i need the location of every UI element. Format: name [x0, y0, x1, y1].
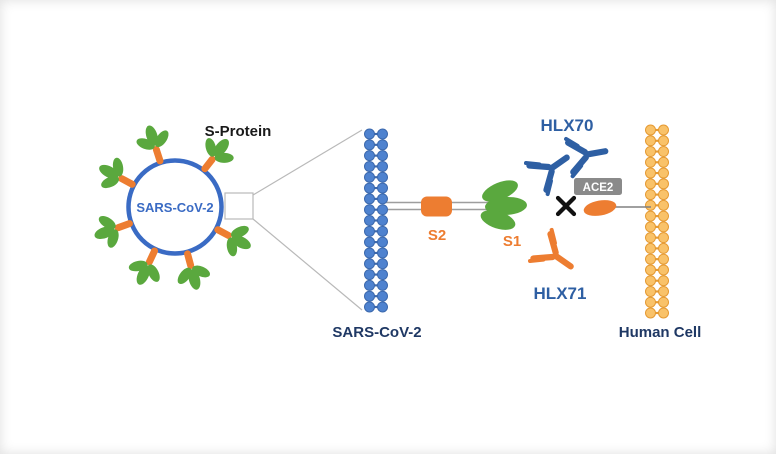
lipid-head	[377, 247, 388, 259]
lipid-head	[377, 290, 388, 302]
virus-envelope-circle	[126, 158, 224, 256]
s1-subunit	[480, 180, 527, 230]
virus-label: SARS-CoV-2	[136, 200, 213, 215]
zoom-cone-lower-line	[252, 218, 363, 311]
lipid-head	[364, 258, 375, 270]
lipid-head	[364, 215, 375, 226]
lipid-head	[658, 275, 669, 287]
lipid-head	[645, 199, 656, 211]
lipid-head	[645, 264, 656, 276]
lipid-head	[658, 124, 669, 136]
lipid-head	[645, 135, 656, 147]
s2-subunit	[421, 196, 452, 217]
lipid-head	[645, 124, 656, 136]
lipid-head	[645, 146, 656, 158]
lipid-head	[377, 301, 388, 313]
s2-label: S2	[428, 227, 446, 244]
s-protein-label: S-Protein	[205, 123, 272, 140]
lipid-head	[645, 221, 656, 233]
lipid-head	[658, 189, 669, 201]
lipid-head	[645, 210, 656, 222]
lipid-head	[377, 204, 388, 216]
lipid-head	[645, 178, 656, 190]
hlx71-label: HLX71	[534, 284, 587, 303]
lipid-head	[658, 253, 669, 265]
lipid-head	[364, 193, 375, 205]
human-cell-label: Human Cell	[619, 324, 702, 341]
lipid-head	[658, 264, 669, 276]
lipid-head	[377, 279, 388, 291]
lipid-head	[645, 232, 656, 244]
lipid-head	[377, 225, 388, 237]
hlx71-antibody-icon	[530, 230, 582, 282]
lipid-head	[658, 199, 669, 211]
lipid-head	[377, 160, 388, 172]
lipid-head	[377, 269, 388, 281]
viral-membrane-bilayer	[364, 128, 388, 313]
lipid-head	[645, 253, 656, 265]
lipid-head	[364, 269, 375, 281]
lipid-head	[377, 182, 388, 194]
lipid-head	[364, 139, 375, 151]
lipid-head	[645, 167, 656, 179]
s1-lobe-middle	[485, 196, 527, 216]
zoom-source-box	[224, 192, 254, 220]
lipid-head	[377, 128, 388, 140]
lipid-head	[658, 135, 669, 147]
lipid-head	[364, 225, 375, 237]
lipid-head	[645, 156, 656, 168]
lipid-head	[658, 146, 669, 158]
lipid-head	[658, 156, 669, 168]
lipid-head	[377, 236, 388, 248]
blocked-interaction-x-icon	[555, 195, 577, 217]
lipid-head	[377, 215, 388, 226]
lipid-head	[364, 182, 375, 194]
lipid-head	[645, 189, 656, 201]
lipid-head	[364, 247, 375, 259]
lipid-head	[364, 301, 375, 313]
lipid-head	[645, 275, 656, 287]
s1-lobe-bottom	[480, 210, 516, 230]
lipid-head	[377, 171, 388, 183]
lipid-head	[658, 307, 669, 319]
lipid-head	[658, 285, 669, 297]
viral-membrane-label: SARS-CoV-2	[332, 324, 421, 341]
human-cell-membrane-bilayer	[645, 124, 669, 319]
lipid-head	[658, 210, 669, 222]
lipid-head	[658, 178, 669, 190]
hlx70-antibody-icon	[526, 142, 578, 194]
lipid-head	[364, 290, 375, 302]
ace2-label: ACE2	[583, 182, 614, 194]
ace2-badge	[574, 178, 622, 195]
lipid-head	[364, 160, 375, 172]
lipid-head	[645, 296, 656, 308]
lipid-head	[377, 150, 388, 162]
lipid-head	[364, 171, 375, 183]
lipid-head	[658, 232, 669, 244]
hlx70-antibody-icon	[566, 133, 608, 177]
ace2-receptor	[583, 200, 617, 216]
lipid-head	[645, 242, 656, 254]
lipid-head	[364, 128, 375, 140]
hlx71-antibodies	[530, 230, 582, 282]
lipid-head	[364, 150, 375, 162]
lipid-head	[364, 236, 375, 248]
lipid-head	[658, 242, 669, 254]
lipid-head	[658, 221, 669, 233]
lipid-head	[645, 307, 656, 319]
x-stroke-2	[555, 195, 577, 217]
s1-lobe-top	[482, 180, 518, 202]
lipid-head	[377, 193, 388, 205]
lipid-head	[377, 139, 388, 151]
lipid-head	[658, 167, 669, 179]
lipid-head	[377, 258, 388, 270]
lipid-head	[645, 285, 656, 297]
lipid-head	[364, 279, 375, 291]
lipid-head	[364, 204, 375, 216]
lipid-head	[658, 296, 669, 308]
s1-label: S1	[503, 233, 521, 250]
hlx70-label: HLX70	[541, 116, 594, 135]
zoom-cone-upper-line	[252, 129, 363, 196]
